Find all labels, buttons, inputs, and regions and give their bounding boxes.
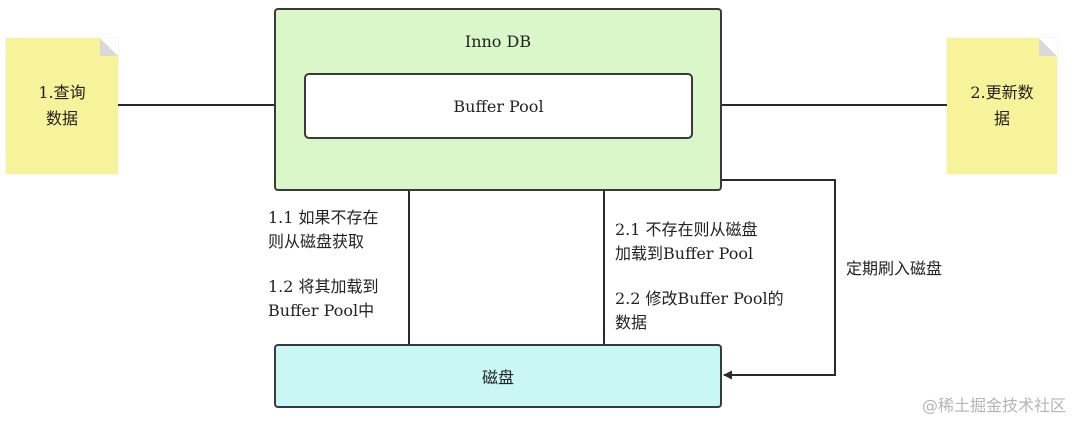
disk-label: 磁盘 — [481, 368, 514, 387]
step-2-1-line2: 加载到Buffer Pool — [615, 244, 754, 263]
step-1-2-line2: Buffer Pool中 — [268, 301, 375, 320]
step-2-1-label: 2.1 不存在则从磁盘 加载到Buffer Pool — [615, 218, 758, 266]
disk-box: 磁盘 — [274, 344, 722, 408]
query-note-line1: 1.查询 — [38, 83, 86, 102]
step-2-2-line1: 2.2 修改Buffer Pool的 — [615, 289, 784, 308]
step-1-2-label: 1.2 将其加载到 Buffer Pool中 — [268, 275, 379, 323]
watermark: @稀土掘金技术社区 — [921, 396, 1066, 415]
step-2-2-label: 2.2 修改Buffer Pool的 数据 — [615, 287, 784, 335]
note-fold-icon — [1039, 38, 1057, 56]
step-1-1-label: 1.1 如果不存在 则从磁盘获取 — [268, 206, 379, 254]
update-note-line2: 据 — [993, 109, 1010, 128]
flush-label: 定期刷入磁盘 — [846, 259, 943, 278]
buffer-pool-box: Buffer Pool — [304, 73, 693, 139]
query-data-note: 1.查询 数据 — [6, 38, 118, 174]
note-fold-icon — [100, 38, 118, 56]
step-2-1-line1: 2.1 不存在则从磁盘 — [615, 220, 758, 239]
step-1-1-line1: 1.1 如果不存在 — [268, 208, 379, 227]
update-data-note: 2.更新数 据 — [947, 38, 1057, 174]
buffer-pool-label: Buffer Pool — [453, 96, 544, 116]
step-1-2-line1: 1.2 将其加载到 — [268, 277, 379, 296]
step-1-1-line2: 则从磁盘获取 — [268, 232, 365, 251]
innodb-title: Inno DB — [464, 32, 532, 51]
query-note-line2: 数据 — [45, 109, 78, 128]
step-2-2-line2: 数据 — [615, 313, 648, 332]
update-note-line1: 2.更新数 — [970, 83, 1034, 102]
